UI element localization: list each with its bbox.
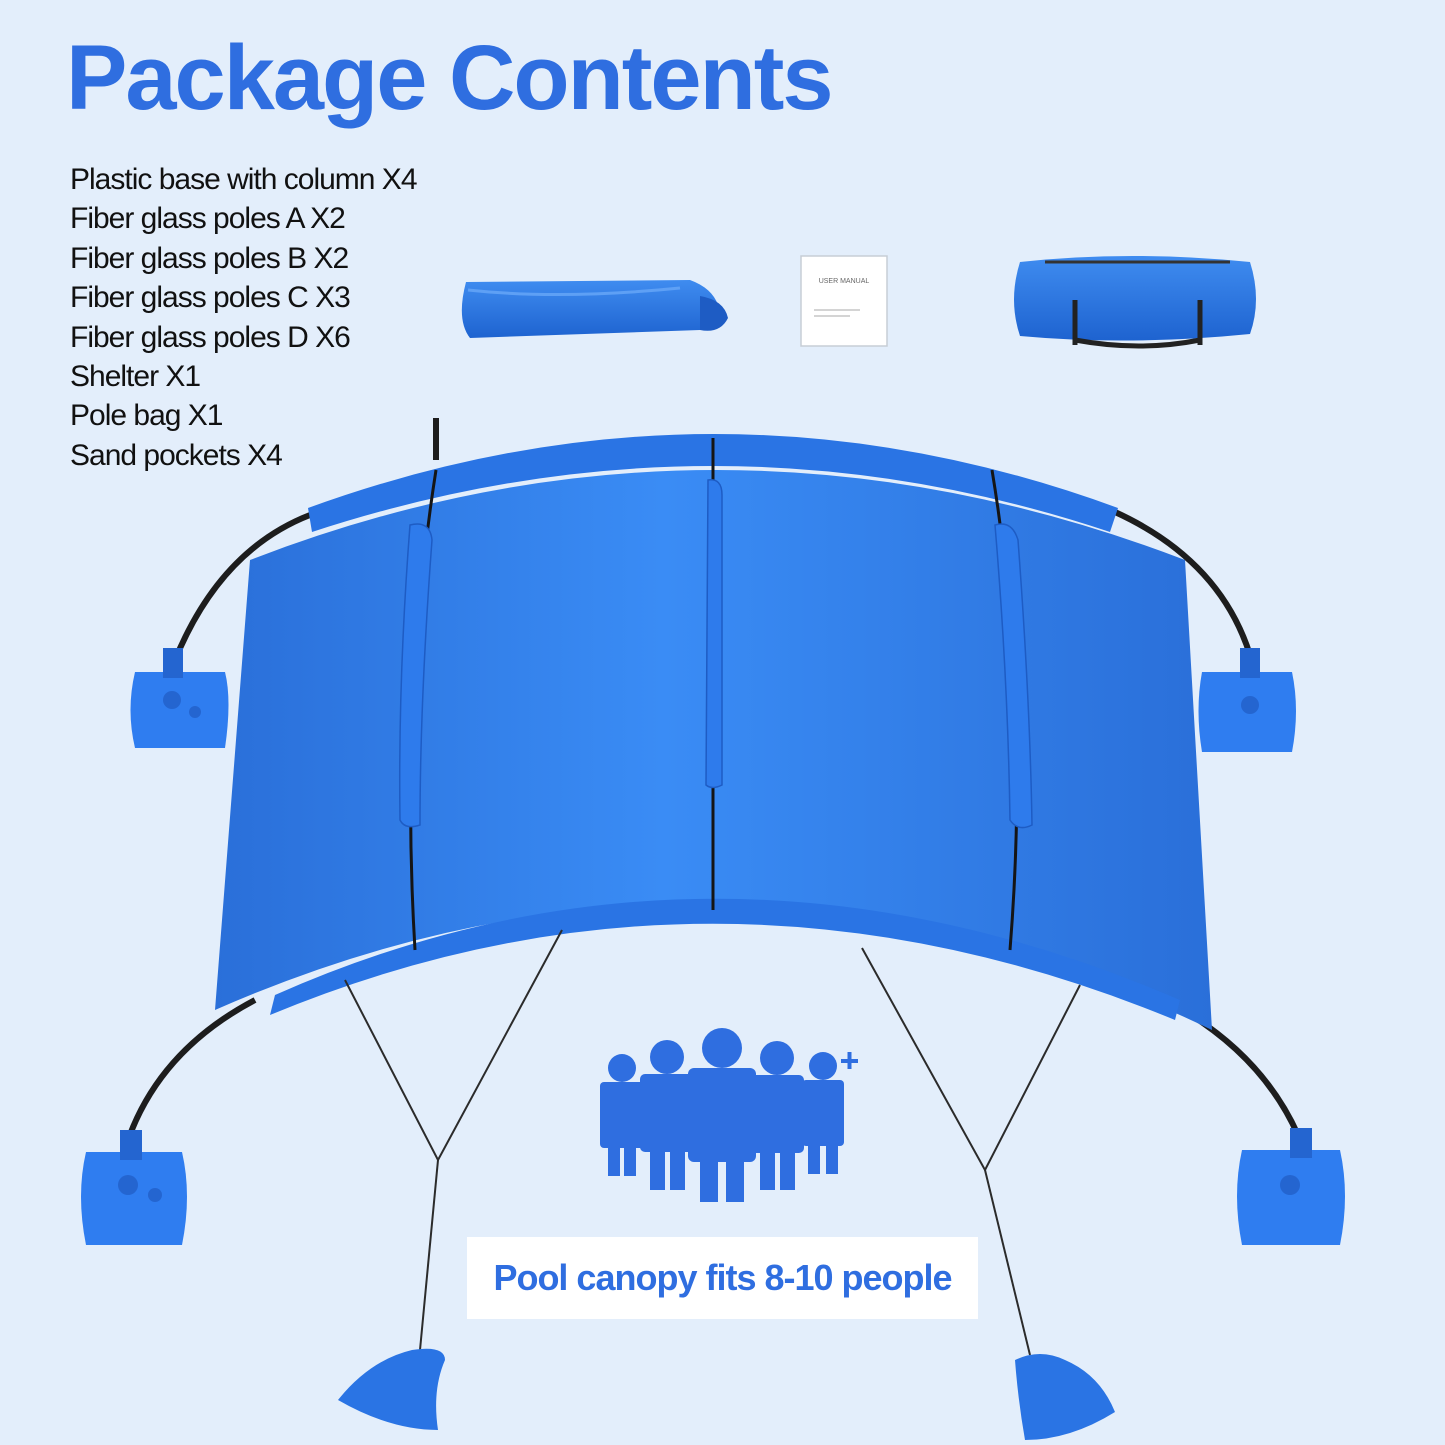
list-item: Plastic base with column X4 (70, 163, 418, 196)
sand-pocket (338, 1348, 445, 1430)
list-item: Fiber glass poles D X6 (70, 320, 351, 354)
people-group-icon (600, 1028, 858, 1202)
page-title: Package Contents (66, 27, 834, 129)
list-item: Sand pockets X4 (70, 438, 283, 472)
list-item: Fiber glass poles A X2 (70, 202, 346, 236)
tent-bag (461, 280, 728, 338)
list-item: Shelter X1 (70, 360, 201, 394)
plastic-base (1237, 1128, 1345, 1245)
plastic-base (130, 648, 229, 748)
guy-lines (344, 929, 1081, 1356)
list-item: Fiber glass poles B X2 (70, 241, 349, 275)
plastic-base (81, 1130, 187, 1245)
user-manual: USER MANUAL (800, 255, 888, 347)
package-contents-list: Plastic base with column X4 Fiber glass … (70, 160, 418, 475)
list-item: Pole bag X1 (70, 399, 223, 433)
manual-label: USER MANUAL (819, 278, 870, 285)
list-item: Fiber glass poles C X3 (70, 281, 351, 315)
capacity-caption: Pool canopy fits 8-10 people (493, 1257, 952, 1298)
plus-icon (841, 1052, 858, 1069)
sand-pocket (1015, 1354, 1115, 1440)
canopy-shelter (215, 434, 1212, 1030)
pole-bag (1014, 256, 1256, 349)
caption-box: Pool canopy fits 8-10 people (467, 1237, 978, 1319)
plastic-base (1198, 648, 1296, 752)
